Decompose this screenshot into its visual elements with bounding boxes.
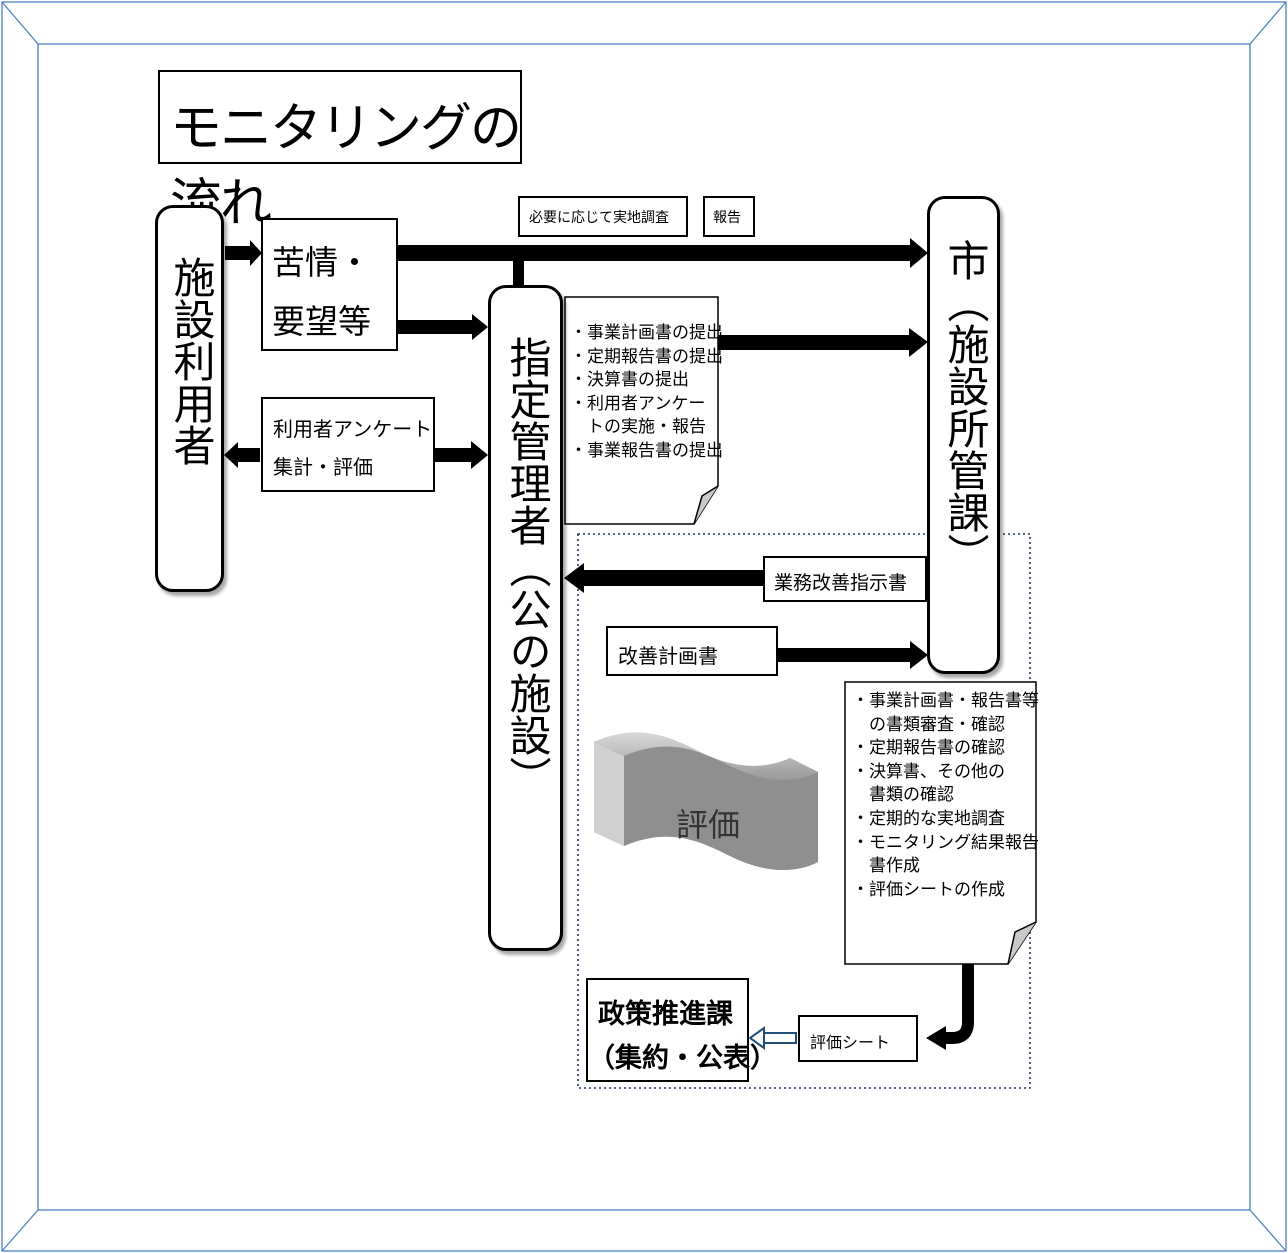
evaluation-label: 評価 <box>676 806 741 844</box>
facility-users-node: 施設利用者 <box>155 205 224 592</box>
city-task-item: ・評価シートの作成 <box>852 879 1005 900</box>
onsite-survey-label-box: 必要に応じて実地調査 <box>518 196 688 237</box>
arrow-survey-to-users <box>224 442 260 468</box>
manager-tasks-list: ・事業計画書の提出 ・定期報告書の提出 ・決算書の提出 ・利用者アンケー トの実… <box>570 322 723 464</box>
city-task-item: ・定期報告書の確認 <box>852 738 1005 759</box>
arrow-survey-to-manager <box>435 441 488 469</box>
manager-task-item: トの実施・報告 <box>570 417 706 438</box>
designated-manager-node: 指定管理者（公の施設） <box>488 285 563 951</box>
arrow-tasks-to-city <box>717 328 928 357</box>
manager-task-item: ・事業報告書の提出 <box>570 440 723 461</box>
improvement-order-label: 業務改善指示書 <box>774 572 908 594</box>
arrow-order-to-manager <box>564 563 764 593</box>
complaints-label-1: 苦情・ <box>272 243 371 282</box>
city-task-item: 書作成 <box>852 856 920 877</box>
eval-sheet-label: 評価シート <box>810 1033 891 1052</box>
policy-division-box: 政策推進課 （集約・公表） <box>586 978 777 1082</box>
manager-task-item: ・事業計画書の提出 <box>570 323 723 343</box>
city-node: 市（施設所管課） <box>927 196 1000 674</box>
city-tasks-doc <box>844 681 1037 965</box>
survey-node: 利用者アンケート 集計・評価 <box>261 397 435 492</box>
city-task-item: ・決算書、その他の <box>852 761 1005 782</box>
report-label-box: 報告 <box>703 196 755 237</box>
survey-label-1: 利用者アンケート <box>273 417 433 441</box>
city-label: 市（施設所管課） <box>941 239 990 575</box>
facility-users-label: 施設利用者 <box>167 256 216 466</box>
improvement-order-box: 業務改善指示書 <box>763 556 927 602</box>
arrow-complaints-to-manager <box>398 314 488 340</box>
diagram-title-text: モニタリングの流れ <box>170 99 522 234</box>
improvement-plan-box: 改善計画書 <box>606 626 778 676</box>
policy-division-label-1: 政策推進課 <box>598 999 733 1030</box>
city-task-item: ・モニタリング結果報告 <box>852 832 1039 853</box>
manager-tasks-doc <box>564 296 719 525</box>
onsite-survey-label: 必要に応じて実地調査 <box>529 210 669 226</box>
evaluation-region <box>577 533 1031 1089</box>
city-task-item: ・事業計画書・報告書等 <box>852 691 1039 711</box>
connector-manager-top <box>513 253 524 287</box>
eval-sheet-box: 評価シート <box>798 1015 918 1062</box>
arrow-plan-to-city <box>778 641 928 669</box>
city-task-item: 書類の確認 <box>852 785 954 806</box>
complaints-label-2: 要望等 <box>272 302 371 341</box>
survey-label-2: 集計・評価 <box>273 455 373 479</box>
city-task-item: の書類審査・確認 <box>852 714 1005 735</box>
complaints-node: 苦情・ 要望等 <box>261 218 398 351</box>
policy-division-label-2: （集約・公表） <box>588 1043 777 1074</box>
improvement-plan-label: 改善計画書 <box>618 644 718 668</box>
report-label: 報告 <box>713 210 741 226</box>
manager-task-item: ・定期報告書の提出 <box>570 346 723 367</box>
diagram-title: モニタリングの流れ <box>158 70 522 234</box>
manager-task-item: ・利用者アンケー <box>570 393 706 414</box>
evaluation-shape <box>594 732 818 870</box>
arrow-users-to-complaints <box>225 240 262 266</box>
arrow-citytasks-to-evalsheet <box>926 962 974 1050</box>
city-tasks-list: ・事業計画書・報告書等 の書類審査・確認 ・定期報告書の確認 ・決算書、その他の… <box>852 690 1039 902</box>
designated-manager-label: 指定管理者（公の施設） <box>503 336 552 798</box>
city-task-item: ・定期的な実地調査 <box>852 808 1005 829</box>
manager-task-item: ・決算書の提出 <box>570 370 689 391</box>
arrow-evalsheet-to-policy <box>748 1026 797 1050</box>
arrow-complaints-to-city <box>398 238 928 268</box>
